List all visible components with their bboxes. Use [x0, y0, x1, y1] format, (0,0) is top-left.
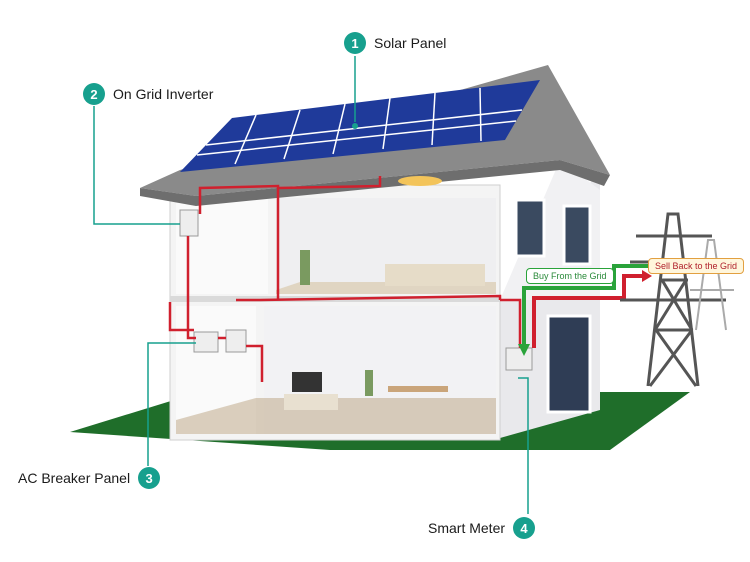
callout-label: On Grid Inverter: [113, 86, 214, 102]
tv-stand: [284, 394, 338, 410]
callout-number-badge: 1: [344, 32, 366, 54]
power-tower-distant: [690, 239, 734, 331]
window: [562, 204, 592, 266]
callout-number-badge: 3: [138, 467, 161, 489]
breaker-panel-unit: [225, 329, 247, 353]
callout-solar-panel: 1 Solar Panel: [344, 32, 446, 54]
callout-on-grid-inverter: 2 On Grid Inverter: [83, 83, 213, 105]
callout-number-badge: 4: [513, 517, 536, 539]
solar-panel-array: [180, 80, 540, 172]
window: [514, 198, 546, 258]
callout-number-badge: 2: [83, 83, 105, 105]
glass-door: [546, 314, 592, 414]
plant: [365, 370, 373, 396]
roof-edge: [140, 160, 610, 206]
callout-smart-meter: Smart Meter 4: [428, 517, 536, 539]
sell-back-to-grid-label: Sell Back to the Grid: [648, 258, 745, 274]
inverter-unit: [179, 209, 199, 237]
sell-arrow: [532, 274, 644, 348]
callout-ac-breaker-panel: AC Breaker Panel 3: [18, 467, 161, 489]
buy-arrowhead: [518, 344, 530, 356]
plant: [300, 250, 310, 285]
smart-meter-unit: [505, 347, 533, 371]
upper-room-left: [176, 192, 268, 294]
breaker-panel-unit: [193, 331, 219, 353]
bed: [385, 264, 485, 286]
callout-label: AC Breaker Panel: [18, 470, 131, 486]
buy-arrow: [522, 264, 650, 348]
lower-floor: [176, 398, 496, 434]
dining-table: [388, 386, 448, 392]
callout-label: Solar Panel: [374, 35, 447, 51]
television: [292, 372, 322, 392]
callout-label: Smart Meter: [428, 520, 506, 536]
wiring: [168, 176, 522, 382]
leader-dot: [352, 123, 358, 129]
leader-lines: [93, 56, 529, 514]
buy-from-grid-label: Buy From the Grid: [526, 268, 614, 284]
sell-arrowhead: [642, 270, 652, 282]
ceiling-lamp: [398, 176, 442, 186]
